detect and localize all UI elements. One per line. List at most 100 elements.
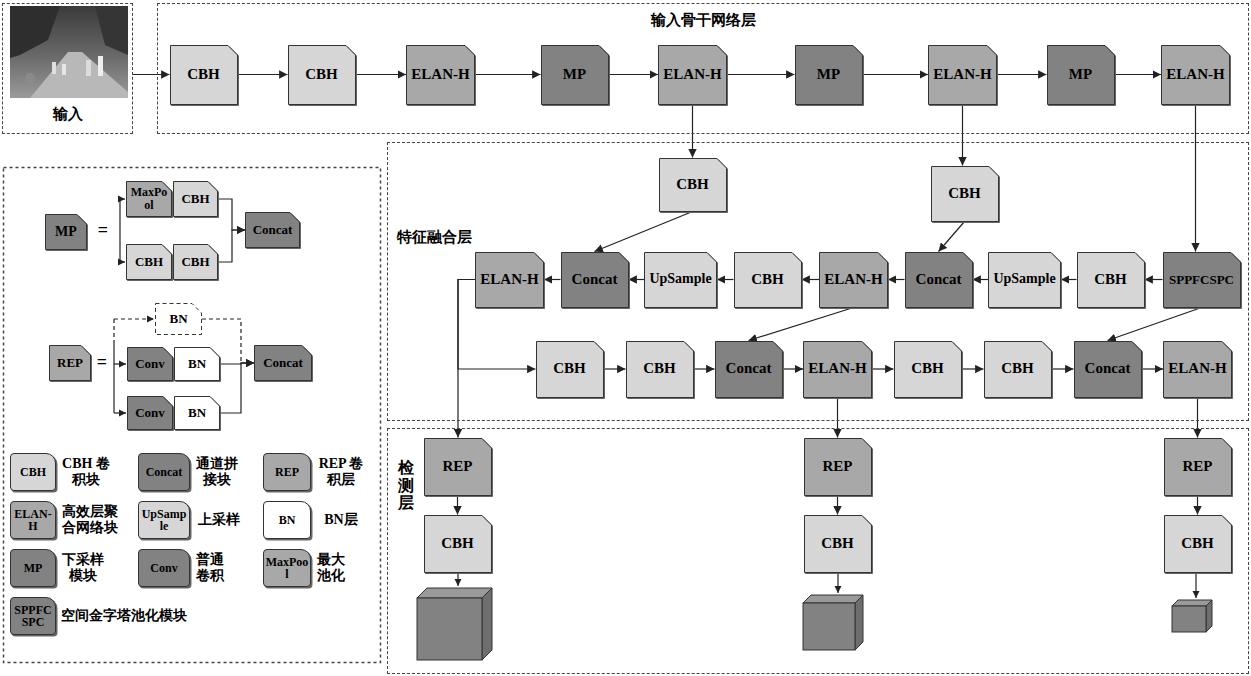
- module-block: ELAN-H: [819, 252, 888, 308]
- module-block: ELAN-H: [1163, 341, 1232, 398]
- block-label: MP: [817, 67, 840, 83]
- flow-arrow: [629, 279, 645, 280]
- flow-arrow: [749, 308, 854, 341]
- module-block: Concat: [561, 252, 629, 308]
- flow-arrow: [609, 74, 659, 75]
- flow-arrow: [1145, 279, 1163, 280]
- module-block: MP: [45, 214, 87, 250]
- block-label: CBH: [1181, 536, 1214, 552]
- module-block: ELAN-H: [658, 45, 727, 105]
- flow-arrow: [1108, 308, 1202, 341]
- flow-arrow: [888, 279, 905, 280]
- legend-text: 上采样: [195, 512, 243, 528]
- block-label: MP: [1069, 67, 1092, 83]
- module-block: CBH: [984, 341, 1052, 398]
- flow-arrow: [863, 74, 929, 75]
- block-label: CBH: [553, 361, 586, 377]
- module-block: CBH: [173, 181, 218, 217]
- module-block: Concat: [1074, 341, 1142, 398]
- flow-arrow: [458, 280, 475, 438]
- flow-arrow: [802, 279, 820, 280]
- flow-arrow: [356, 74, 407, 75]
- legend-swatch: Conv: [138, 549, 190, 587]
- layer-region: 输入: [2, 3, 133, 134]
- flow-arrow: [1197, 496, 1198, 515]
- flow-arrow: [604, 368, 626, 369]
- block-label: CBH: [305, 67, 338, 83]
- flow-arrow: [727, 74, 795, 75]
- equals-sign: =: [94, 352, 110, 373]
- block-label: Conv: [135, 357, 165, 371]
- legend-swatch: Concat: [138, 453, 190, 491]
- block-label: CBH: [441, 536, 474, 552]
- flow-arrow: [872, 368, 894, 369]
- module-block: CBH: [424, 515, 492, 573]
- module-block: Concat: [905, 252, 973, 308]
- output-cube: [417, 588, 492, 660]
- module-block: MaxPool: [126, 181, 172, 217]
- legend-swatch: UpSample: [138, 501, 190, 539]
- block-label: Concat: [916, 272, 962, 288]
- block-label: ELAN-H: [663, 67, 721, 83]
- legend-text: CBH 卷积块: [61, 456, 111, 488]
- layer-title: 特征融合层: [397, 230, 472, 246]
- layer-title: 输入: [3, 107, 132, 123]
- block-label: BN: [188, 406, 206, 420]
- block-label: SPPFCSPC: [1169, 273, 1234, 287]
- block-label: ELAN-H: [480, 272, 538, 288]
- flow-arrow: [218, 199, 245, 230]
- flow-arrow: [220, 363, 254, 413]
- module-block: CBH: [894, 341, 962, 398]
- module-block: CBH: [1164, 515, 1232, 573]
- block-label: ELAN-H: [411, 67, 469, 83]
- module-block: CBH: [626, 341, 694, 398]
- legend-swatch: SPPFCSPC: [10, 597, 56, 635]
- module-block: Concat: [715, 341, 783, 398]
- layer-region: 检测层REPCBHREPCBHREPCBH: [387, 428, 1249, 674]
- block-label: UpSample: [993, 272, 1055, 287]
- block-label: CBH: [911, 361, 944, 377]
- module-block: ELAN-H: [475, 252, 544, 308]
- module-block: CBH: [931, 166, 999, 222]
- module-block: ELAN-H: [1161, 45, 1230, 105]
- block-label: MaxPool: [129, 186, 169, 211]
- legend-text: 最大池化: [316, 552, 346, 584]
- module-block: CBH: [734, 252, 802, 308]
- flow-arrow: [837, 398, 838, 438]
- flow-arrow: [457, 496, 458, 515]
- flow-arrow: [962, 368, 984, 369]
- swatch-label: Concat: [140, 466, 188, 478]
- module-block: CBH: [1077, 252, 1145, 308]
- module-block: CBH: [659, 158, 727, 212]
- flow-arrow: [939, 222, 965, 252]
- flow-arrow: [692, 105, 693, 158]
- block-label: Concat: [263, 356, 303, 370]
- block-label: ELAN-H: [808, 361, 866, 377]
- equals-sign: =: [95, 220, 111, 241]
- block-label: CBH: [821, 536, 854, 552]
- block-label: REP: [57, 356, 83, 370]
- block-label: BN: [169, 312, 187, 326]
- swatch-label: SPPFCSPC: [12, 604, 54, 628]
- block-label: Concat: [253, 223, 293, 237]
- legend-swatch: CBH: [10, 453, 56, 491]
- block-label: CBH: [181, 255, 209, 269]
- swatch-label: REP: [265, 466, 309, 478]
- legend-text: 高效层聚合网络块: [61, 504, 119, 536]
- module-block: BN: [174, 396, 220, 430]
- flow-arrow: [544, 279, 561, 280]
- legend-swatch: ELAN-H: [10, 501, 56, 539]
- block-label: CBH: [676, 177, 709, 193]
- block-label: MP: [563, 67, 586, 83]
- legend-swatch: MP: [10, 549, 56, 587]
- module-block: Concat: [254, 345, 312, 381]
- module-block: REP: [804, 438, 872, 496]
- swatch-label: BN: [265, 514, 309, 526]
- flow-arrow: [973, 279, 989, 280]
- block-label: CBH: [948, 186, 981, 202]
- block-label: CBH: [643, 361, 676, 377]
- block-label: ELAN-H: [933, 67, 991, 83]
- input-image: [10, 6, 128, 98]
- flow-arrow: [218, 230, 245, 262]
- block-label: ELAN-H: [1166, 67, 1224, 83]
